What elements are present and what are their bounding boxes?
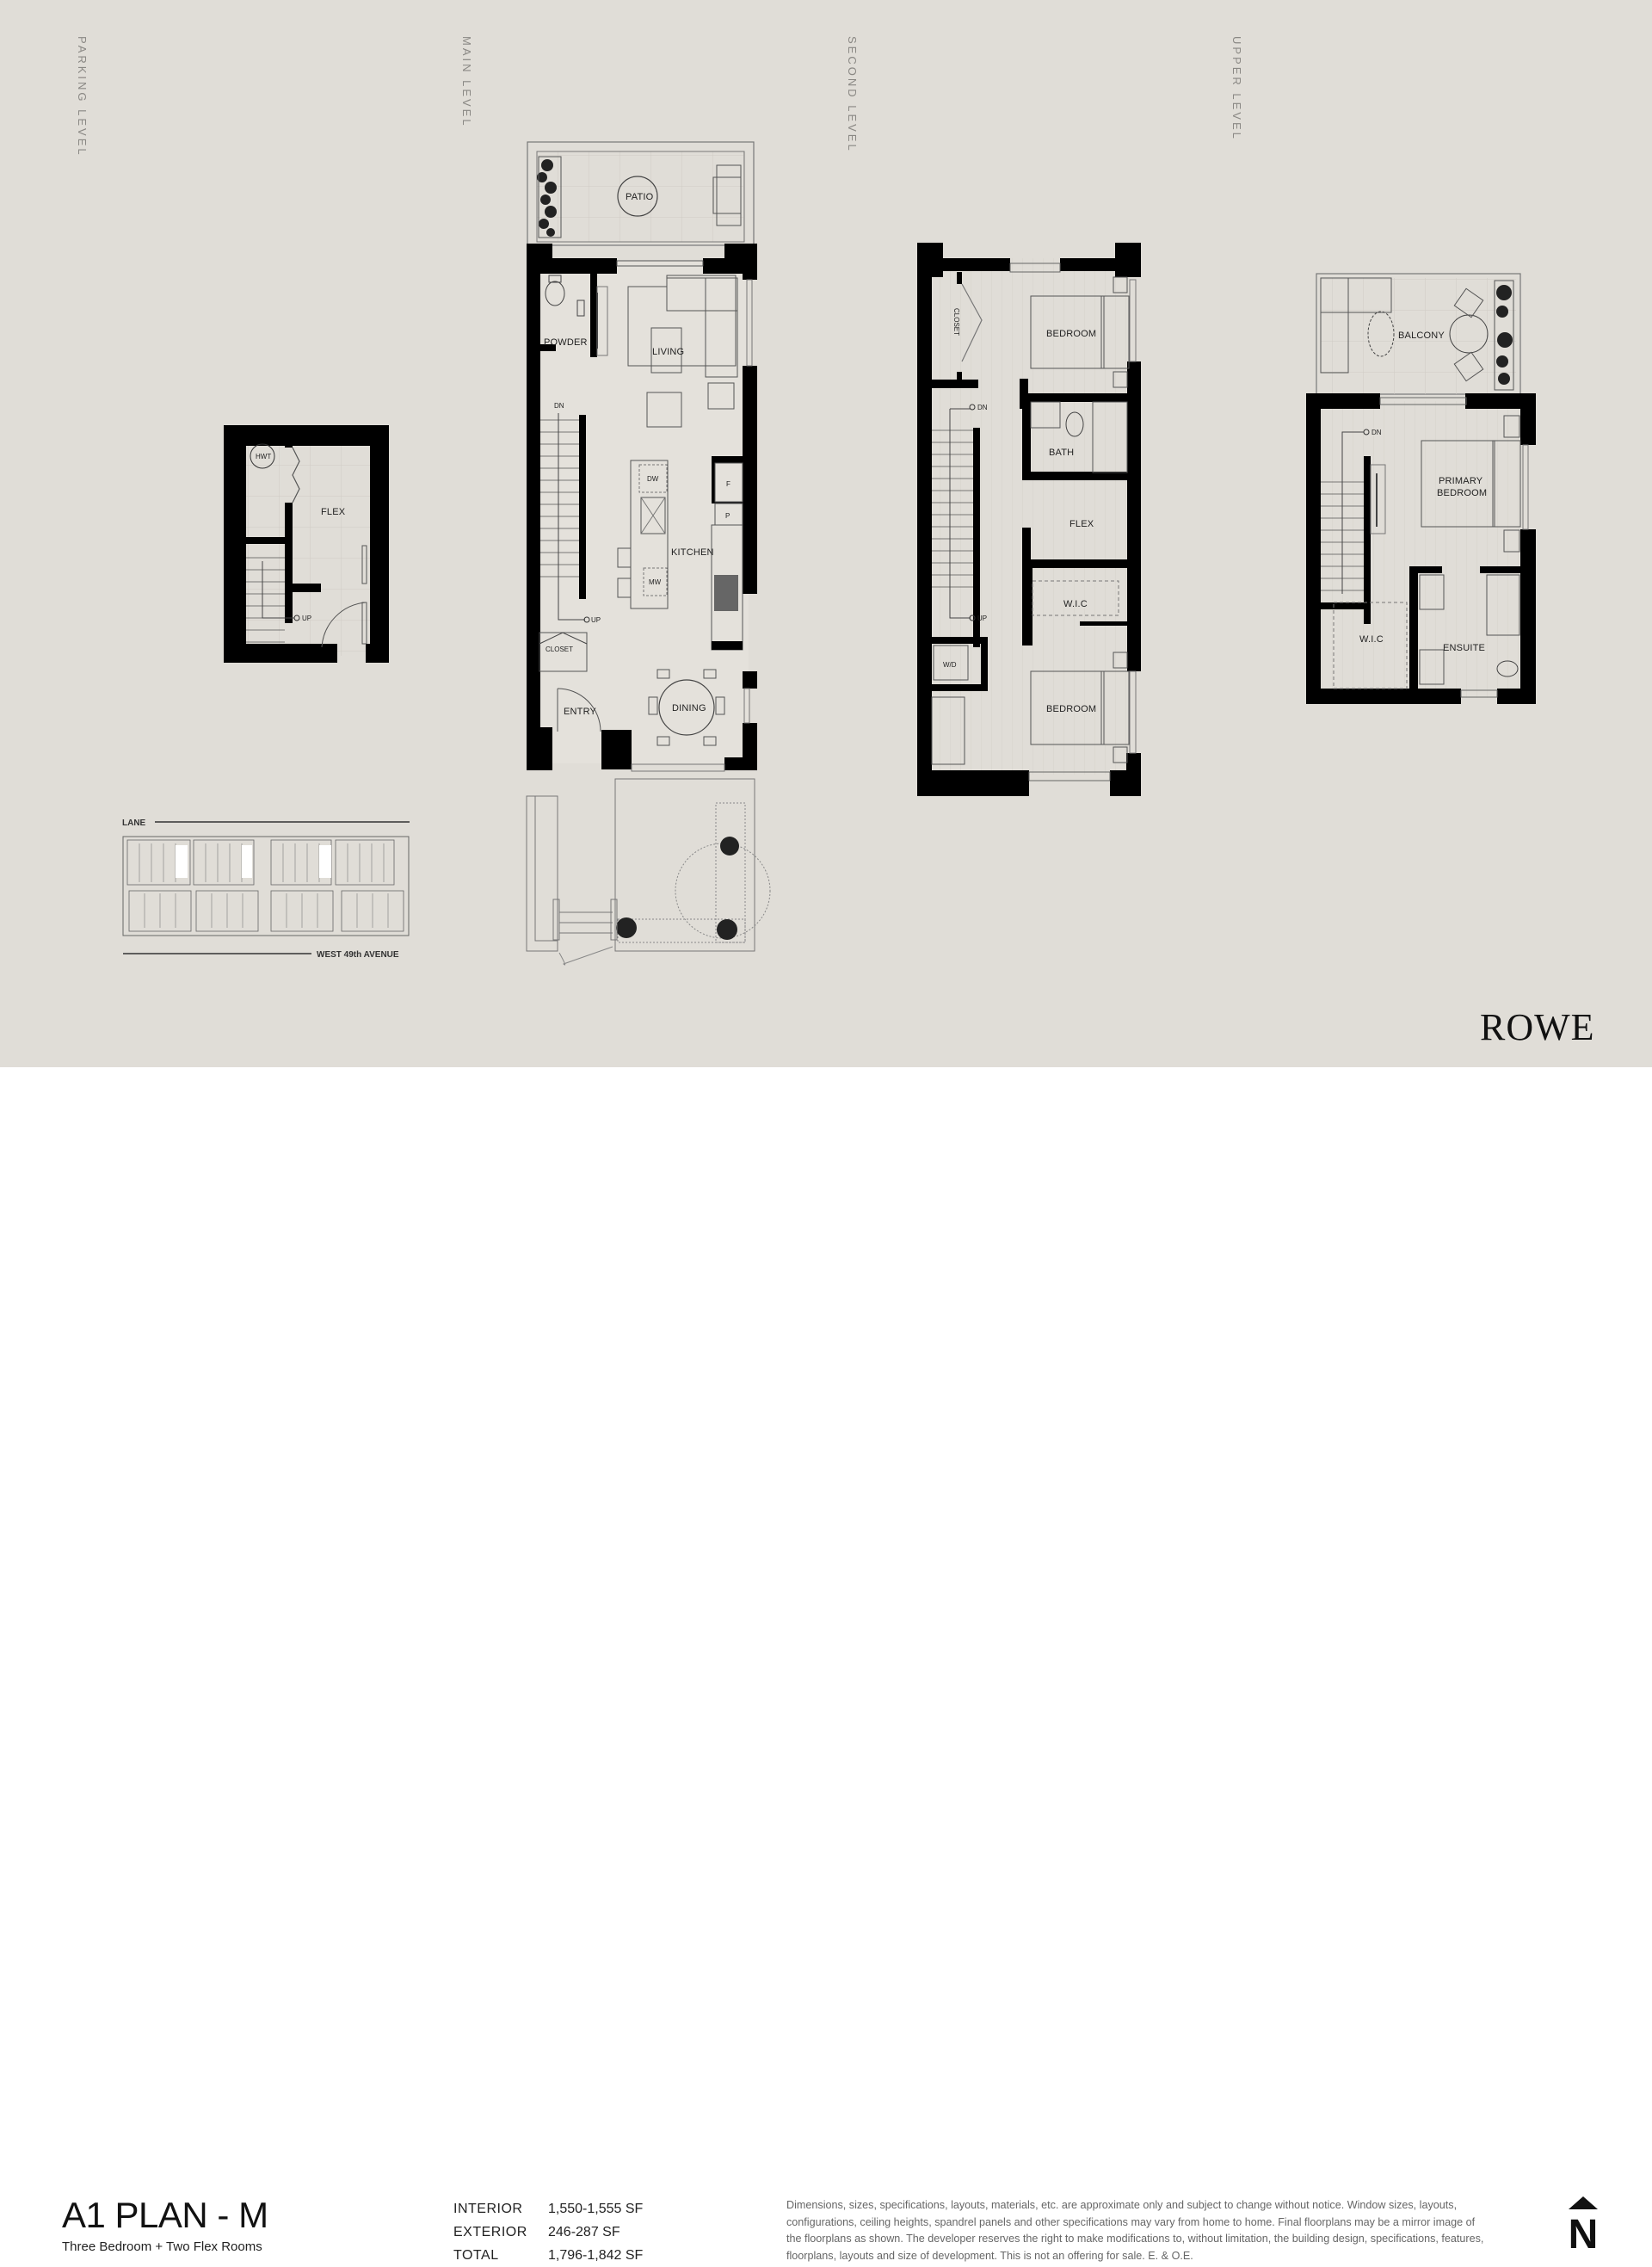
- room-label-bedroom-2: BEDROOM: [1046, 704, 1096, 714]
- area-label: EXTERIOR: [453, 2225, 527, 2239]
- room-label-wic-upper: W.I.C: [1359, 634, 1384, 645]
- room-label-ensuite: ENSUITE: [1443, 643, 1485, 653]
- room-label-closet-main: CLOSET: [546, 646, 573, 653]
- room-label-flex-parking: FLEX: [321, 507, 346, 517]
- appliance-label-wd: W/D: [943, 661, 957, 669]
- area-row-exterior: EXTERIOR 246-287 SF: [453, 2221, 643, 2244]
- room-label-closet-second: CLOSET: [952, 308, 960, 336]
- stair-label-dn-second: DN: [977, 404, 988, 411]
- upper-level-plan: BALCONY: [1306, 273, 1536, 704]
- key-plan-street-label: WEST 49th AVENUE: [317, 950, 399, 960]
- appliance-label-mw: MW: [649, 578, 662, 586]
- appliance-label-pantry: P: [725, 512, 730, 520]
- room-label-powder: POWDER: [544, 337, 588, 348]
- stair-label-dn-main: DN: [554, 402, 564, 410]
- room-label-living: LIVING: [652, 347, 684, 357]
- plan-title: A1 PLAN - M: [62, 2195, 268, 2235]
- area-row-total: TOTAL 1,796-1,842 SF: [453, 2244, 643, 2267]
- area-value: 1,796-1,842 SF: [548, 2248, 644, 2263]
- room-label-bedroom-1: BEDROOM: [1046, 329, 1096, 339]
- level-label-second: SECOND LEVEL: [846, 36, 859, 153]
- area-table: INTERIOR 1,550-1,555 SF EXTERIOR 246-287…: [453, 2197, 643, 2267]
- room-label-hwt: HWT: [256, 453, 271, 460]
- area-value: 1,550-1,555 SF: [548, 2202, 644, 2216]
- area-row-interior: INTERIOR 1,550-1,555 SF: [453, 2197, 643, 2221]
- room-label-flex-second: FLEX: [1069, 519, 1094, 529]
- info-footer: A1 PLAN - M Three Bedroom + Two Flex Roo…: [0, 1067, 1652, 2263]
- room-label-wic-second: W.I.C: [1063, 599, 1088, 609]
- area-value: 246-287 SF: [548, 2225, 620, 2239]
- floorplan-canvas: PARKING LEVEL MAIN LEVEL SECOND LEVEL UP…: [0, 0, 1652, 1067]
- floorplans-drawing: HWT FLEX UP: [122, 141, 1536, 966]
- room-label-bath: BATH: [1049, 448, 1074, 458]
- room-label-primary-2: BEDROOM: [1437, 488, 1487, 498]
- north-arrow-icon: [1569, 2196, 1598, 2209]
- level-label-upper: UPPER LEVEL: [1230, 36, 1243, 141]
- main-level-plan: PATIO POWDER: [526, 141, 771, 966]
- room-label-dining: DINING: [672, 703, 706, 713]
- appliance-label-fridge: F: [726, 480, 730, 488]
- key-plan: LANE WEST 49th AVENUE: [122, 818, 410, 960]
- room-label-balcony: BALCONY: [1398, 330, 1445, 341]
- stair-label-up-main: UP: [591, 616, 601, 624]
- room-label-patio: PATIO: [626, 192, 654, 202]
- plan-subtitle: Three Bedroom + Two Flex Rooms: [62, 2239, 262, 2254]
- area-label: TOTAL: [453, 2248, 499, 2263]
- stair-label-up-parking: UP: [302, 615, 311, 622]
- north-arrow: N: [1566, 2196, 1600, 2258]
- north-label: N: [1568, 2212, 1599, 2258]
- second-level-plan: CLOSET BEDROOM BATH FLEX: [917, 243, 1141, 796]
- room-label-kitchen: KITCHEN: [671, 547, 714, 558]
- key-plan-lane-label: LANE: [122, 818, 146, 828]
- appliance-label-dw: DW: [647, 475, 659, 483]
- room-label-primary-1: PRIMARY: [1439, 476, 1483, 486]
- room-label-entry: ENTRY: [564, 707, 597, 717]
- area-label: INTERIOR: [453, 2202, 523, 2216]
- level-label-main: MAIN LEVEL: [460, 36, 473, 128]
- brand-logo: ROWE: [1480, 1006, 1595, 1048]
- level-label-parking: PARKING LEVEL: [76, 36, 89, 158]
- parking-level-plan: HWT FLEX UP: [224, 425, 389, 663]
- stair-label-dn-upper: DN: [1372, 429, 1382, 436]
- stair-label-up-second: UP: [977, 615, 987, 622]
- disclaimer-text: Dimensions, sizes, specifications, layou…: [786, 2199, 1484, 2262]
